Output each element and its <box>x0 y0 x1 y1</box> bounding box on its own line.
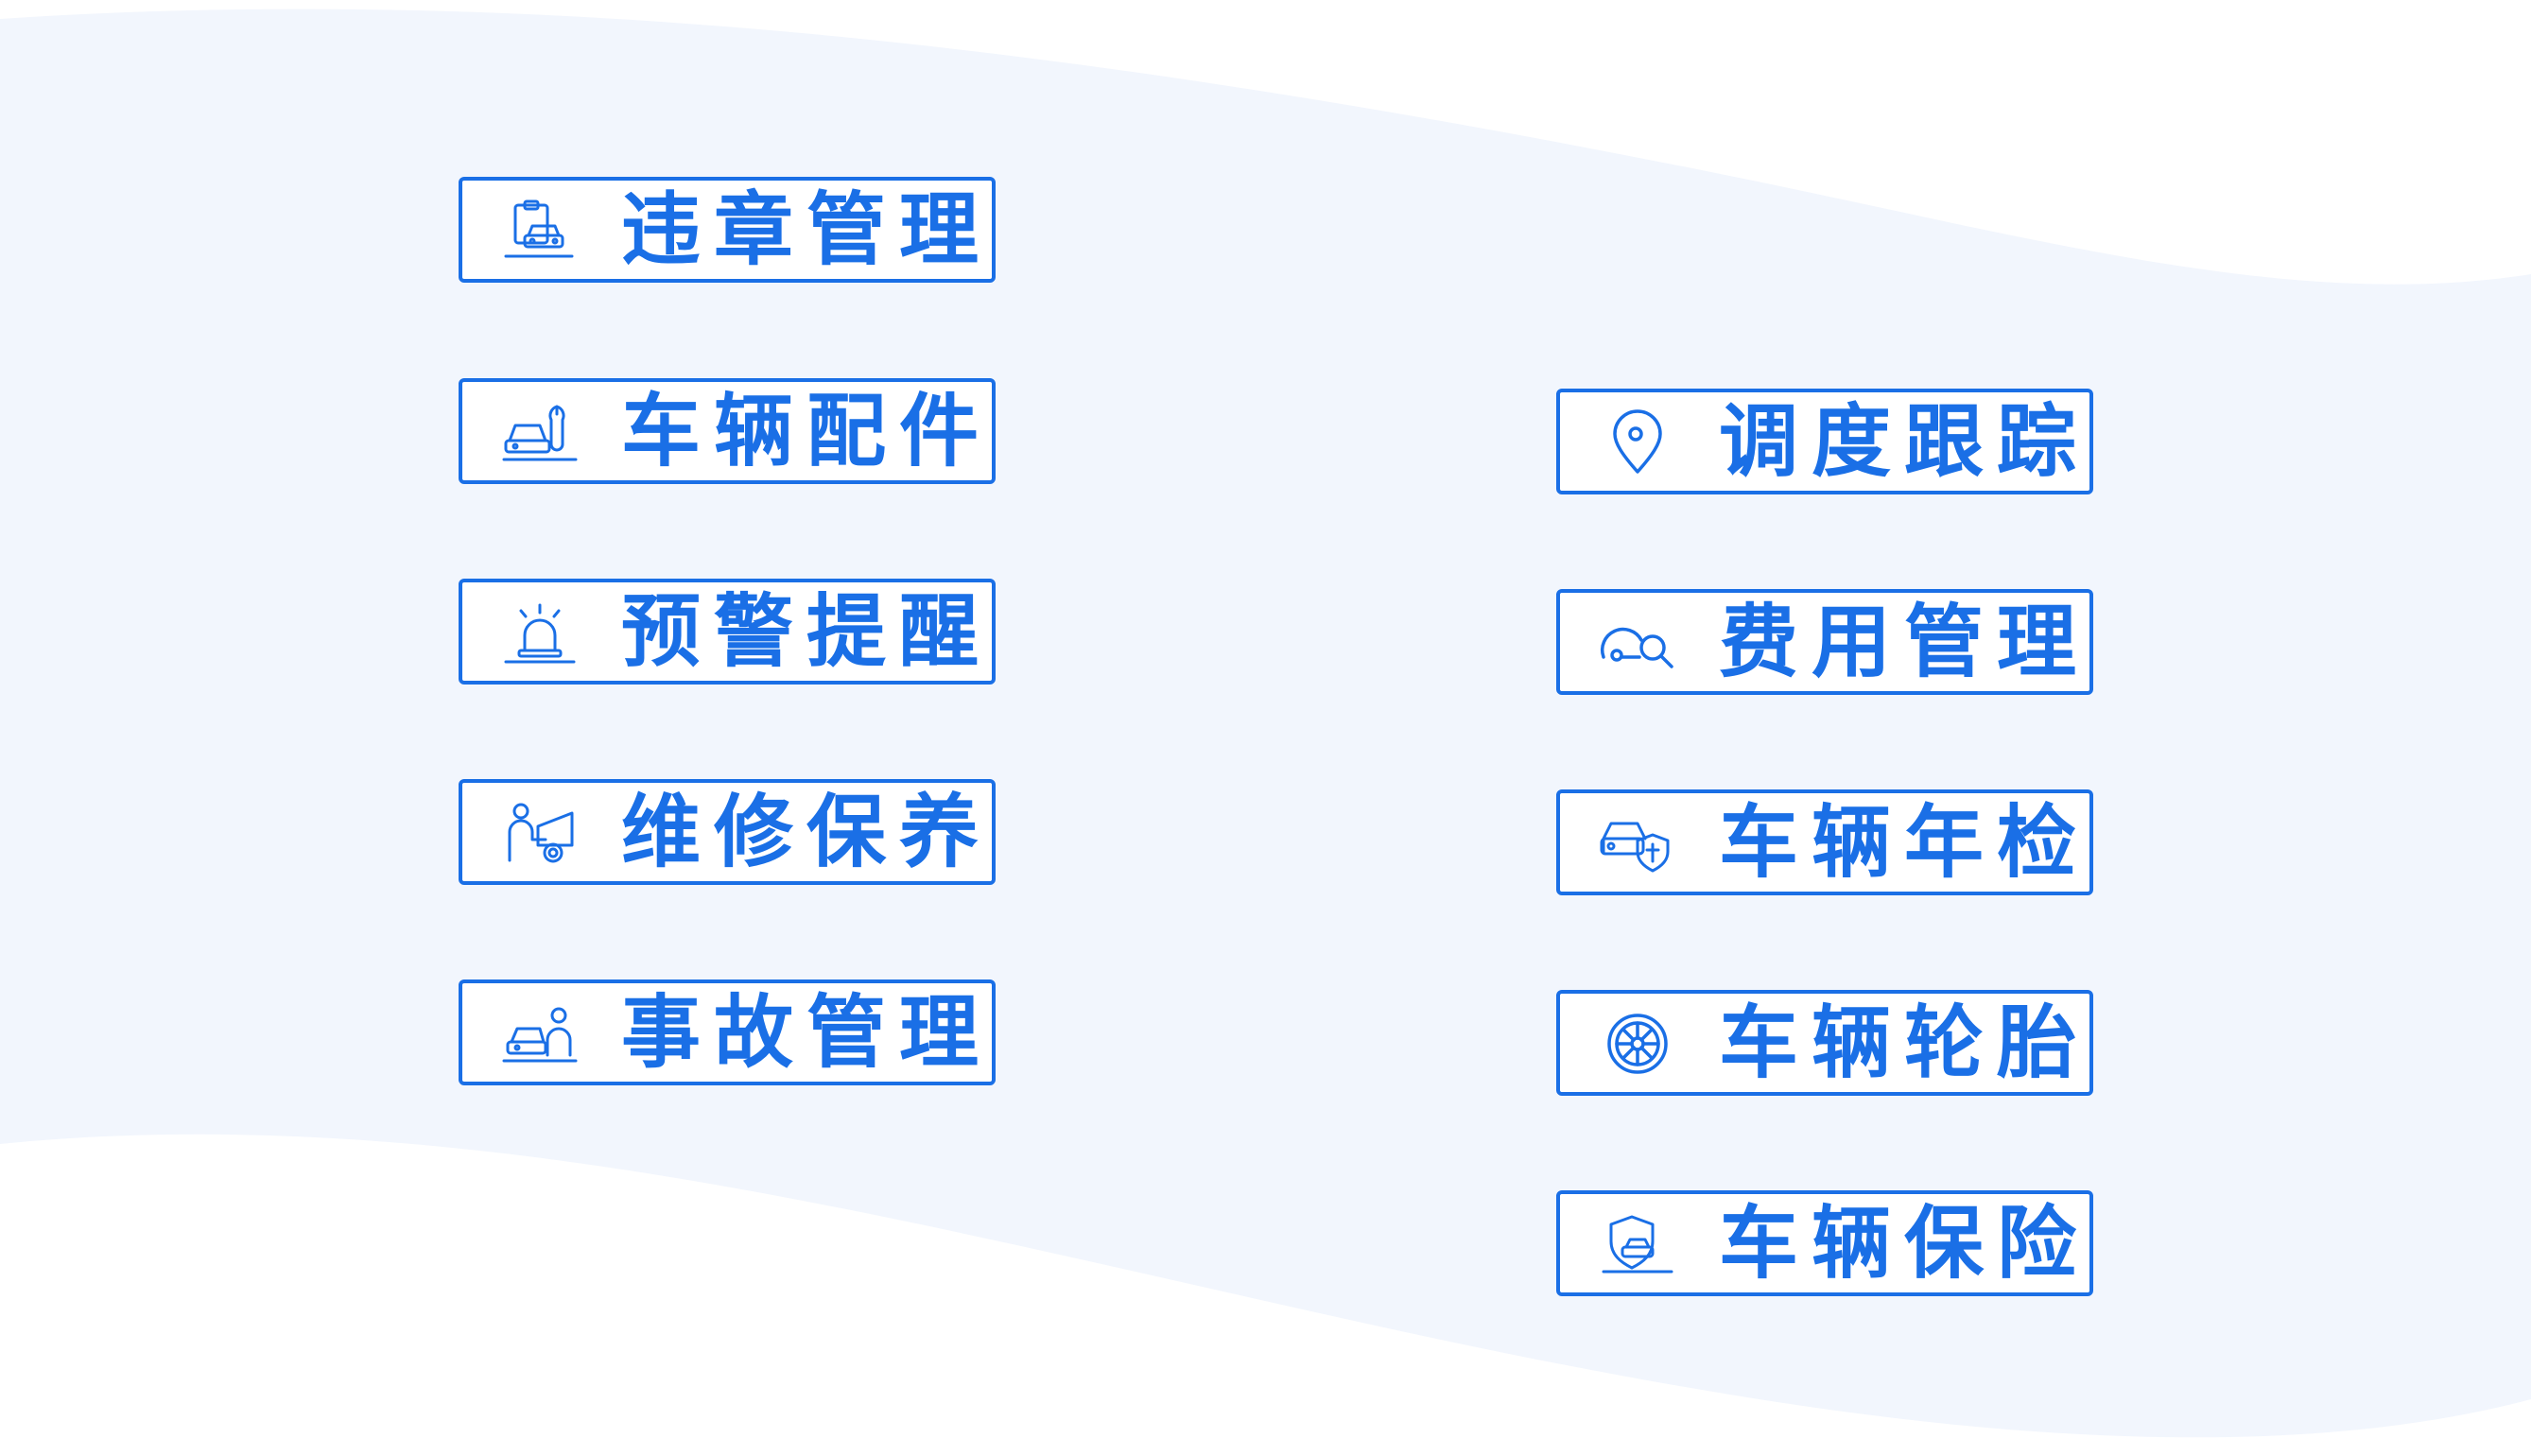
accident-car-person-icon <box>500 1000 580 1066</box>
violation-car-clipboard-icon <box>500 198 580 264</box>
repair-maintenance-button[interactable]: 维修保养 <box>459 779 996 885</box>
alarm-siren-icon <box>500 599 580 666</box>
warning-reminder-label: 预警提醒 <box>621 585 993 678</box>
location-pin-icon <box>1598 409 1677 476</box>
expense-management-button[interactable]: 费用管理 <box>1556 589 2093 695</box>
tire-wheel-icon <box>1598 1011 1677 1077</box>
expense-management-label: 费用管理 <box>1719 596 2090 688</box>
car-inspection-shield-icon <box>1598 810 1677 876</box>
dispatch-tracking-button[interactable]: 调度跟踪 <box>1556 389 2093 494</box>
vehicle-tires-button[interactable]: 车辆轮胎 <box>1556 990 2093 1096</box>
accident-management-label: 事故管理 <box>621 986 993 1079</box>
vehicle-insurance-label: 车辆保险 <box>1719 1197 2090 1290</box>
mechanic-repair-icon <box>500 800 580 866</box>
annual-inspection-button[interactable]: 车辆年检 <box>1556 789 2093 895</box>
annual-inspection-label: 车辆年检 <box>1719 796 2090 889</box>
violation-management-button[interactable]: 违章管理 <box>459 177 996 283</box>
repair-maintenance-label: 维修保养 <box>621 786 993 878</box>
accident-management-button[interactable]: 事故管理 <box>459 979 996 1085</box>
car-insurance-shield-icon <box>1598 1211 1677 1277</box>
warning-reminder-button[interactable]: 预警提醒 <box>459 579 996 685</box>
car-wrench-icon <box>500 399 580 465</box>
car-magnifier-icon <box>1598 610 1677 676</box>
vehicle-parts-button[interactable]: 车辆配件 <box>459 378 996 484</box>
vehicle-parts-label: 车辆配件 <box>621 385 993 477</box>
violation-management-label: 违章管理 <box>621 183 993 276</box>
vehicle-insurance-button[interactable]: 车辆保险 <box>1556 1190 2093 1296</box>
dispatch-tracking-label: 调度跟踪 <box>1719 395 2090 488</box>
vehicle-tires-label: 车辆轮胎 <box>1719 997 2090 1089</box>
